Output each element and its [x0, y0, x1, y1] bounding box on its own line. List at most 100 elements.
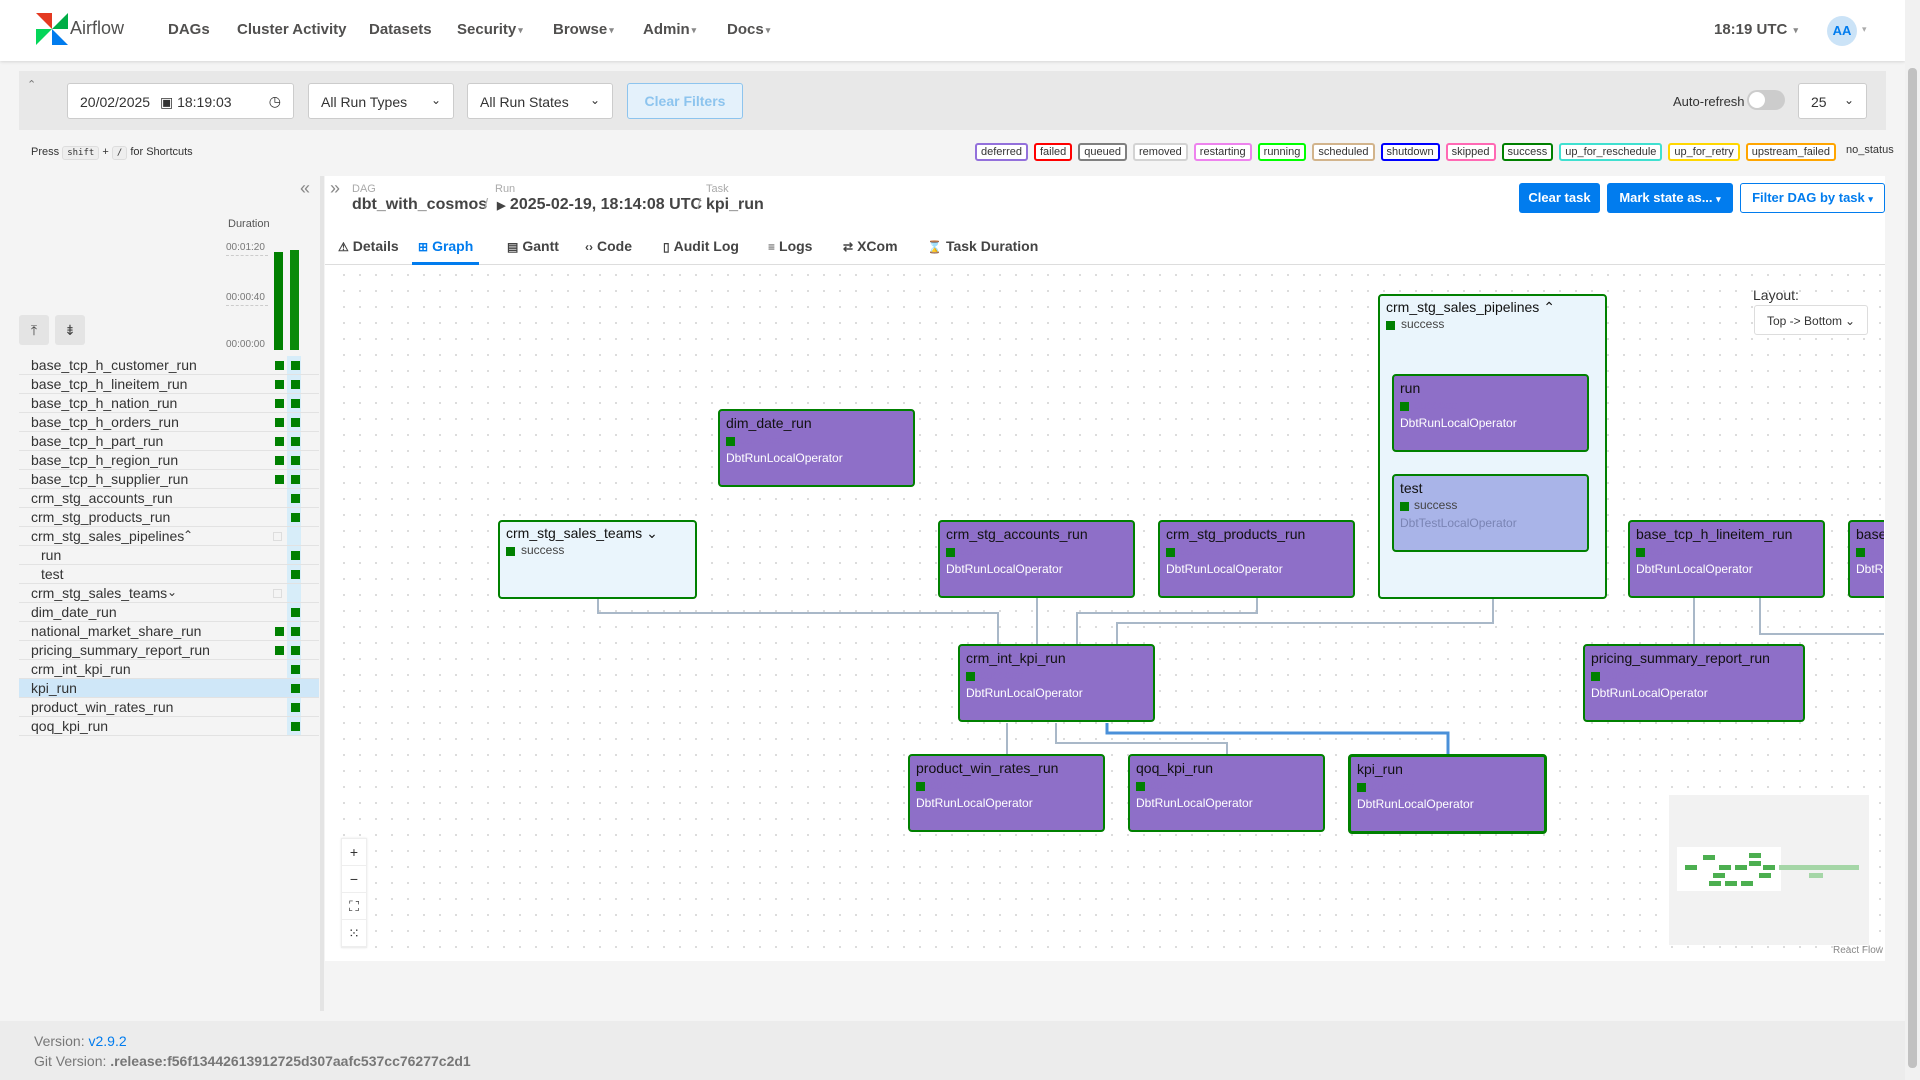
status-square[interactable]: [291, 456, 300, 465]
run-states-select[interactable]: All Run States ⌄: [467, 83, 613, 119]
duration-bar-selected[interactable]: [290, 250, 299, 350]
status-square[interactable]: [275, 437, 284, 446]
tree-row-national-market-share-run[interactable]: national_market_share_run: [19, 622, 319, 641]
status-square[interactable]: [291, 646, 300, 655]
tree-row-crm-int-kpi-run[interactable]: crm_int_kpi_run: [19, 660, 319, 679]
run-breadcrumb[interactable]: ▶ 2025-02-19, 18:14:08 UTC: [497, 196, 702, 214]
run-types-select[interactable]: All Run Types ⌄: [308, 83, 454, 119]
clock-icon[interactable]: ◷: [268, 93, 281, 109]
clock[interactable]: 18:19 UTC ▾: [1714, 21, 1798, 38]
nav-docs[interactable]: Docs▾: [727, 21, 770, 38]
tab-gantt[interactable]: ▤Gantt: [501, 229, 565, 265]
tree-row-crm-stg-sales-teams[interactable]: crm_stg_sales_teams ⌄: [19, 584, 319, 603]
status-square[interactable]: [291, 437, 300, 446]
collapse-all-icon[interactable]: ⇟: [55, 315, 85, 345]
status-square[interactable]: [275, 399, 284, 408]
status-square[interactable]: [291, 361, 300, 370]
tree-row-product-win-rates-run[interactable]: product_win_rates_run: [19, 698, 319, 717]
version-link[interactable]: v2.9.2: [88, 1033, 127, 1049]
tree-row-base-tcp-h-nation-run[interactable]: base_tcp_h_nation_run: [19, 394, 319, 413]
collapse-left-icon[interactable]: «: [300, 178, 311, 198]
legend-success[interactable]: success: [1501, 143, 1554, 161]
nav-browse[interactable]: Browse▾: [553, 21, 614, 38]
auto-refresh-toggle[interactable]: [1747, 90, 1785, 110]
layout-select[interactable]: Top -> Bottom ⌄: [1754, 305, 1868, 335]
node-crm-stg-products-run[interactable]: crm_stg_products_run success DbtRunLocal…: [1158, 520, 1355, 598]
node-kpi-run[interactable]: kpi_run success DbtRunLocalOperator: [1348, 754, 1547, 834]
legend-up-for-retry[interactable]: up_for_retry: [1668, 143, 1740, 161]
status-square[interactable]: [291, 551, 300, 560]
zoom-in-icon[interactable]: +: [342, 839, 366, 866]
status-square[interactable]: [275, 380, 284, 389]
user-avatar[interactable]: AA: [1827, 16, 1857, 46]
status-square[interactable]: [275, 361, 284, 370]
nav-admin[interactable]: Admin▾: [643, 21, 696, 38]
status-square[interactable]: [291, 380, 300, 389]
chevron-down-icon[interactable]: ▾: [1862, 24, 1867, 34]
brand-name[interactable]: Airflow: [70, 18, 125, 38]
graph-canvas[interactable]: dim_date_run success DbtRunLocalOperator…: [336, 267, 1884, 961]
scrollbar-thumb[interactable]: [1908, 68, 1917, 1068]
legend-up-for-reschedule[interactable]: up_for_reschedule: [1559, 143, 1663, 161]
node-product-win-rates-run[interactable]: product_win_rates_run success DbtRunLoca…: [908, 754, 1105, 832]
node-run[interactable]: run success DbtRunLocalOperator: [1392, 374, 1589, 452]
legend-upstream-failed[interactable]: upstream_failed: [1745, 143, 1836, 161]
tab-details[interactable]: ⚠Details: [332, 229, 405, 265]
status-square[interactable]: [291, 608, 300, 617]
nav-datasets[interactable]: Datasets: [369, 21, 432, 38]
status-square[interactable]: [291, 722, 300, 731]
node-crm-int-kpi-run[interactable]: crm_int_kpi_run success DbtRunLocalOpera…: [958, 644, 1155, 722]
tree-row-kpi-run[interactable]: kpi_run: [19, 679, 319, 698]
dag-breadcrumb[interactable]: dbt_with_cosmos: [352, 196, 488, 213]
react-flow-attribution[interactable]: React Flow: [1833, 945, 1884, 956]
page-size-select[interactable]: 25 ⌄: [1798, 83, 1867, 119]
tab-logs[interactable]: ≡Logs: [762, 229, 818, 265]
legend-running[interactable]: running: [1257, 143, 1307, 161]
tree-row-base-tcp-h-lineitem-run[interactable]: base_tcp_h_lineitem_run: [19, 375, 319, 394]
legend-removed[interactable]: removed: [1133, 143, 1188, 161]
status-square[interactable]: [275, 456, 284, 465]
legend-shutdown[interactable]: shutdown: [1380, 143, 1440, 161]
chevron-up-icon[interactable]: ⌃: [183, 528, 194, 542]
page-scrollbar[interactable]: [1905, 0, 1920, 1080]
nav-dags[interactable]: DAGs: [168, 21, 210, 38]
status-square[interactable]: [275, 475, 284, 484]
status-square[interactable]: [291, 399, 300, 408]
mark-state-button[interactable]: Mark state as... ▾: [1607, 183, 1733, 213]
legend-scheduled[interactable]: scheduled: [1312, 143, 1375, 161]
status-square[interactable]: [291, 703, 300, 712]
node-qoq-kpi-run[interactable]: qoq_kpi_run success DbtRunLocalOperator: [1128, 754, 1325, 832]
status-square[interactable]: [291, 665, 300, 674]
tree-row-test[interactable]: test: [19, 565, 319, 584]
status-square[interactable]: [291, 684, 300, 693]
tree-row-crm-stg-accounts-run[interactable]: crm_stg_accounts_run: [19, 489, 319, 508]
node-crm-stg-accounts-run[interactable]: crm_stg_accounts_run success DbtRunLocal…: [938, 520, 1135, 598]
clear-filters-button[interactable]: Clear Filters: [627, 83, 743, 119]
tree-row-base-tcp-h-customer-run[interactable]: base_tcp_h_customer_run: [19, 356, 319, 375]
zoom-out-icon[interactable]: −: [342, 866, 366, 893]
status-square[interactable]: [273, 589, 282, 598]
task-breadcrumb[interactable]: kpi_run: [706, 196, 764, 213]
group-crm-stg-sales-teams[interactable]: crm_stg_sales_teams ⌄ success: [498, 520, 697, 599]
clear-task-button[interactable]: Clear task: [1519, 183, 1600, 213]
node-test[interactable]: test success DbtTestLocalOperator: [1392, 474, 1589, 552]
tree-row-qoq-kpi-run[interactable]: qoq_kpi_run: [19, 717, 319, 736]
status-square[interactable]: [291, 570, 300, 579]
tab-xcom[interactable]: ⇄XCom: [837, 229, 904, 265]
tree-row-pricing-summary-report-run[interactable]: pricing_summary_report_run: [19, 641, 319, 660]
status-square[interactable]: [273, 532, 282, 541]
legend-skipped[interactable]: skipped: [1445, 143, 1496, 161]
airflow-logo-icon[interactable]: [32, 9, 72, 49]
nav-cluster-activity[interactable]: Cluster Activity: [237, 21, 347, 38]
node-pricing-summary-report-run[interactable]: pricing_summary_report_run success DbtRu…: [1583, 644, 1805, 722]
fit-view-icon[interactable]: ⛶: [342, 893, 366, 920]
status-square[interactable]: [291, 513, 300, 522]
status-square[interactable]: [275, 418, 284, 427]
status-square[interactable]: [291, 475, 300, 484]
tree-row-base-tcp-h-orders-run[interactable]: base_tcp_h_orders_run: [19, 413, 319, 432]
tree-row-base-tcp-h-supplier-run[interactable]: base_tcp_h_supplier_run: [19, 470, 319, 489]
expand-all-icon[interactable]: ⤒: [19, 315, 49, 345]
node-dim-date-run[interactable]: dim_date_run success DbtRunLocalOperator: [718, 409, 915, 487]
status-square[interactable]: [291, 418, 300, 427]
lock-view-icon[interactable]: ⁙: [342, 920, 366, 947]
